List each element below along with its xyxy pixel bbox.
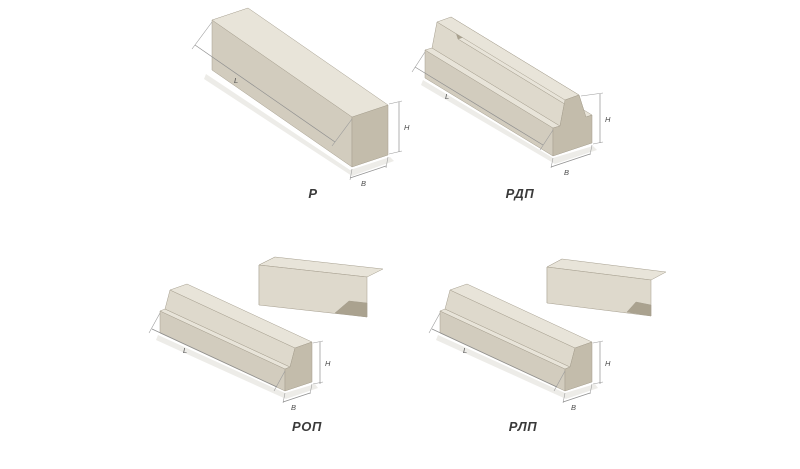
- extension-line: [592, 340, 604, 344]
- dim-label-height: H: [325, 359, 331, 368]
- extension-line: [385, 156, 389, 169]
- beam-end-face: [564, 341, 593, 392]
- figure-rlp: L H B: [415, 245, 695, 469]
- dim-label-width: B: [291, 403, 296, 412]
- beam-end-face: [284, 341, 313, 392]
- figure-rop: L H B: [135, 245, 415, 469]
- dimension-line-length: [414, 66, 544, 146]
- dim-label-width: B: [564, 168, 569, 177]
- extension-line: [312, 381, 324, 385]
- dim-label-length: L: [445, 92, 449, 101]
- dim-label-length: L: [183, 346, 187, 355]
- extension-line: [562, 392, 566, 404]
- caption-rdp: РДП: [505, 186, 535, 201]
- extension-line: [388, 150, 403, 155]
- extension-line: [539, 129, 554, 151]
- beam-top-face: [211, 7, 389, 118]
- figure-rdp-drawing: L H B: [411, 16, 611, 177]
- dim-label-width: B: [361, 179, 366, 188]
- dim-label-height: H: [605, 359, 611, 368]
- extension-line: [592, 381, 604, 385]
- extension-line: [592, 141, 604, 145]
- dimension-line-width: [349, 165, 387, 179]
- beam-shadow: [156, 335, 318, 399]
- extension-line: [589, 383, 593, 395]
- dim-label-height: H: [605, 115, 611, 124]
- figure-rlp-drawing: L H B: [428, 258, 667, 412]
- dim-label-width: B: [571, 403, 576, 412]
- caption-r: Р: [308, 186, 318, 201]
- extension-line: [148, 312, 161, 334]
- extension-line: [428, 312, 441, 334]
- beam-shadow: [421, 80, 597, 164]
- beam-end-face: [552, 94, 593, 157]
- extension-line: [388, 100, 403, 105]
- extension-line: [331, 118, 353, 147]
- dimension-line-length: [431, 328, 558, 388]
- caption-rlp: РЛП: [508, 419, 538, 434]
- figure-r-drawing: L H B: [191, 7, 410, 188]
- extension-line: [589, 144, 593, 156]
- beam-shadow: [204, 74, 394, 176]
- figure-rop-drawing: L H B: [148, 256, 384, 412]
- extension-line: [312, 340, 324, 344]
- beam-shadow: [436, 335, 598, 399]
- caption-rop: РОП: [292, 419, 322, 434]
- figure-r: L H B: [190, 0, 420, 205]
- section-block-notch: [334, 300, 368, 318]
- dim-label-height: H: [404, 123, 410, 132]
- dimension-line-width: [562, 392, 591, 403]
- dimension-line-length: [151, 328, 278, 388]
- dimension-line-length: [194, 44, 336, 143]
- figure-rdp: L H B: [405, 0, 635, 205]
- extension-line: [550, 157, 554, 169]
- extension-line: [580, 92, 604, 97]
- dimension-line-width: [282, 392, 311, 403]
- extension-line: [411, 51, 426, 73]
- extension-line: [191, 21, 213, 50]
- extension-line: [309, 383, 313, 395]
- extension-line: [282, 392, 286, 404]
- extension-line: [273, 370, 286, 392]
- extension-line: [553, 370, 566, 392]
- dim-label-length: L: [234, 76, 238, 85]
- dimension-line-width: [550, 153, 591, 168]
- section-block-notch: [626, 301, 652, 317]
- dim-label-length: L: [463, 346, 467, 355]
